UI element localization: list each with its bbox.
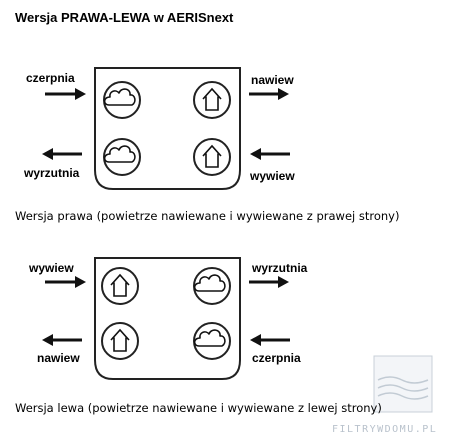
diagram-right [42, 67, 290, 190]
label-czerpnia: czerpnia [26, 71, 75, 85]
label-wyrzutnia: wyrzutnia [252, 261, 308, 275]
label-wywiew: wywiew [29, 261, 74, 275]
label-nawiew: nawiew [251, 73, 294, 87]
page-title: Wersja PRAWA-LEWA w AERISnext [15, 10, 234, 25]
cloud-port-top-right [193, 267, 231, 305]
label-nawiew: nawiew [37, 351, 80, 365]
label-czerpnia: czerpnia [252, 351, 301, 365]
diagram-left [42, 257, 290, 380]
arrow-in-top-left [45, 276, 86, 288]
cloud-port-top-left [103, 81, 141, 119]
house-port-top-left [101, 267, 139, 305]
caption-right-version: Wersja prawa (powietrze nawiewane i wywi… [15, 209, 400, 223]
label-wyrzutnia: wyrzutnia [24, 166, 80, 180]
cloud-port-bottom-left [103, 138, 141, 176]
cloud-port-bottom-right [193, 322, 231, 360]
watermark-logo [373, 355, 433, 413]
arrow-out-top-right [249, 88, 289, 100]
arrow-in-bottom-right [250, 148, 290, 160]
caption-left-version: Wersja lewa (powietrze nawiewane i wywie… [15, 401, 382, 415]
house-port-top-right [193, 81, 231, 119]
arrow-out-bottom-left [42, 334, 82, 346]
watermark-text: FILTRYWDOMU.PL [332, 424, 438, 435]
label-wywiew: wywiew [250, 169, 295, 183]
arrow-out-top-right [249, 276, 289, 288]
house-port-bottom-right [193, 138, 231, 176]
arrow-out-bottom-left [42, 148, 82, 160]
house-port-bottom-left [101, 322, 139, 360]
arrow-in-bottom-right [250, 334, 290, 346]
arrow-in-top-left [45, 88, 86, 100]
